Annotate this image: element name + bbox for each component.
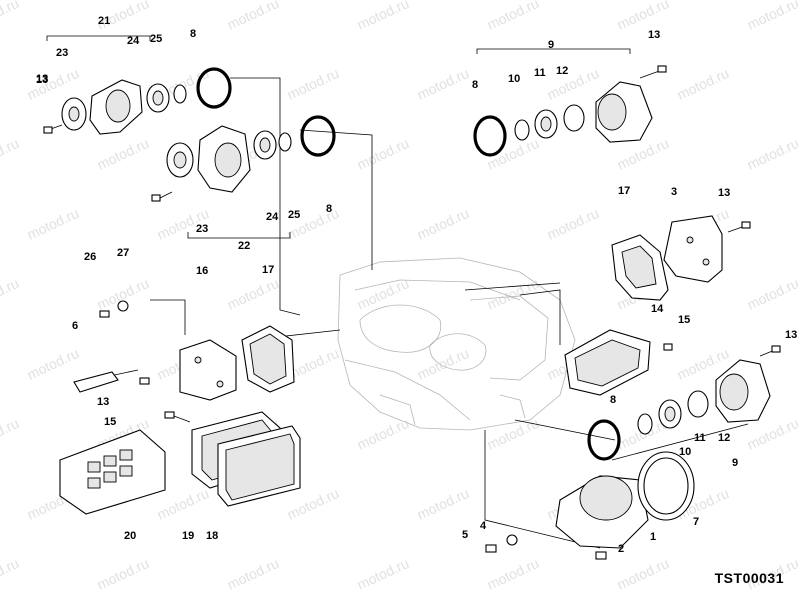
watermark-text: motod.ru [745,275,798,313]
callout-label-6: 6 [72,320,78,332]
watermark-text: motod.ru [225,555,282,593]
watermark-text: motod.ru [25,205,82,243]
upper-left-assembly [43,67,232,135]
watermark-text: motod.ru [675,65,732,103]
callout-label-1: 1 [650,531,656,543]
callout-label-21: 21 [98,15,110,27]
watermark-text: motod.ru [415,205,472,243]
engine-block [337,257,576,431]
middle-left-assembly [151,115,336,202]
watermark-text: motod.ru [95,555,152,593]
lower-right-assembly [587,345,781,461]
callout-label-13: 13 [36,74,48,86]
callout-label-12: 12 [556,65,568,77]
bowl-assembly [485,451,695,560]
watermark-text: motod.ru [745,0,798,33]
callout-label-25: 25 [150,33,162,45]
callout-label-5: 5 [462,529,468,541]
watermark-text: motod.ru [415,345,472,383]
callout-label-16: 16 [196,265,208,277]
callout-label-20: 20 [124,530,136,542]
watermark-text: motod.ru [745,135,798,173]
leader-lines [46,35,749,549]
watermark-text: motod.ru [225,0,282,33]
watermark-text: motod.ru [615,555,672,593]
watermark-text: motod.ru [355,415,412,453]
watermark-text: motod.ru [415,65,472,103]
callout-label-13: 13 [648,29,660,41]
callout-label-17: 17 [262,264,274,276]
callout-label-24: 24 [266,211,279,223]
callout-label-19: 19 [182,530,194,542]
watermark-text: motod.ru [25,65,82,103]
watermark-text: motod.ru [285,485,342,523]
callout-label-3: 3 [671,186,677,198]
watermark-text: motod.ru [0,415,21,453]
diagram-code: TST00031 [714,570,784,586]
callout-label-26: 26 [84,251,96,263]
upper-right-assembly [473,65,667,157]
watermark-text: motod.ru [355,555,412,593]
callout-label-9: 9 [732,457,738,469]
watermark-text: motod.ru [0,0,21,33]
callout-label-11: 11 [694,432,706,444]
watermark-text: motod.ru [415,485,472,523]
callout-label-23: 23 [196,223,208,235]
callout-label-8: 8 [190,28,196,40]
watermark-text: motod.ru [225,275,282,313]
callout-label-25: 25 [288,209,300,221]
right-cover-assembly [564,215,751,396]
watermark-text: motod.ru [615,0,672,33]
callout-label-9: 9 [548,39,554,51]
callout-label-22: 22 [238,240,250,252]
callout-label-17: 17 [618,185,630,197]
callout-label-23: 23 [56,47,68,59]
callout-label-14: 14 [651,303,664,315]
callout-label-8: 8 [326,203,332,215]
watermark-text: motod.ru [485,555,542,593]
callout-label-13: 13 [785,329,797,341]
callout-label-15: 15 [678,314,690,326]
callout-label-24: 24 [127,35,140,47]
callout-label-18: 18 [206,530,218,542]
watermark-text: motod.ru [485,415,542,453]
callout-label-12: 12 [718,432,730,444]
callout-label-15: 15 [104,416,116,428]
watermark-text: motod.ru [0,135,21,173]
callout-label-11: 11 [534,67,546,79]
callout-label-4: 4 [480,520,487,532]
callout-label-13: 13 [718,187,730,199]
watermark-text: motod.ru [25,345,82,383]
reed-valve-assembly [59,411,301,515]
callout-label-7: 7 [693,516,699,528]
watermark-text: motod.ru [0,555,21,593]
callout-label-10: 10 [508,73,520,85]
callout-label-10: 10 [679,446,691,458]
watermark-text: motod.ru [545,65,602,103]
callout-label-8: 8 [472,79,478,91]
watermark-text: motod.ru [545,205,602,243]
watermark-text: motod.ru [0,275,21,313]
left-middle-assembly [73,300,295,423]
callout-label-27: 27 [117,247,129,259]
callout-label-13: 13 [36,73,48,85]
callout-label-2: 2 [618,543,624,555]
watermark-text: motod.ru [355,0,412,33]
watermark-text: motod.ru [285,65,342,103]
watermark-text: motod.ru [485,0,542,33]
callout-label-13: 13 [97,396,109,408]
watermark-text: motod.ru [95,135,152,173]
watermark-text: motod.ru [355,135,412,173]
reed-grid [87,449,133,489]
callout-label-8: 8 [610,394,616,406]
